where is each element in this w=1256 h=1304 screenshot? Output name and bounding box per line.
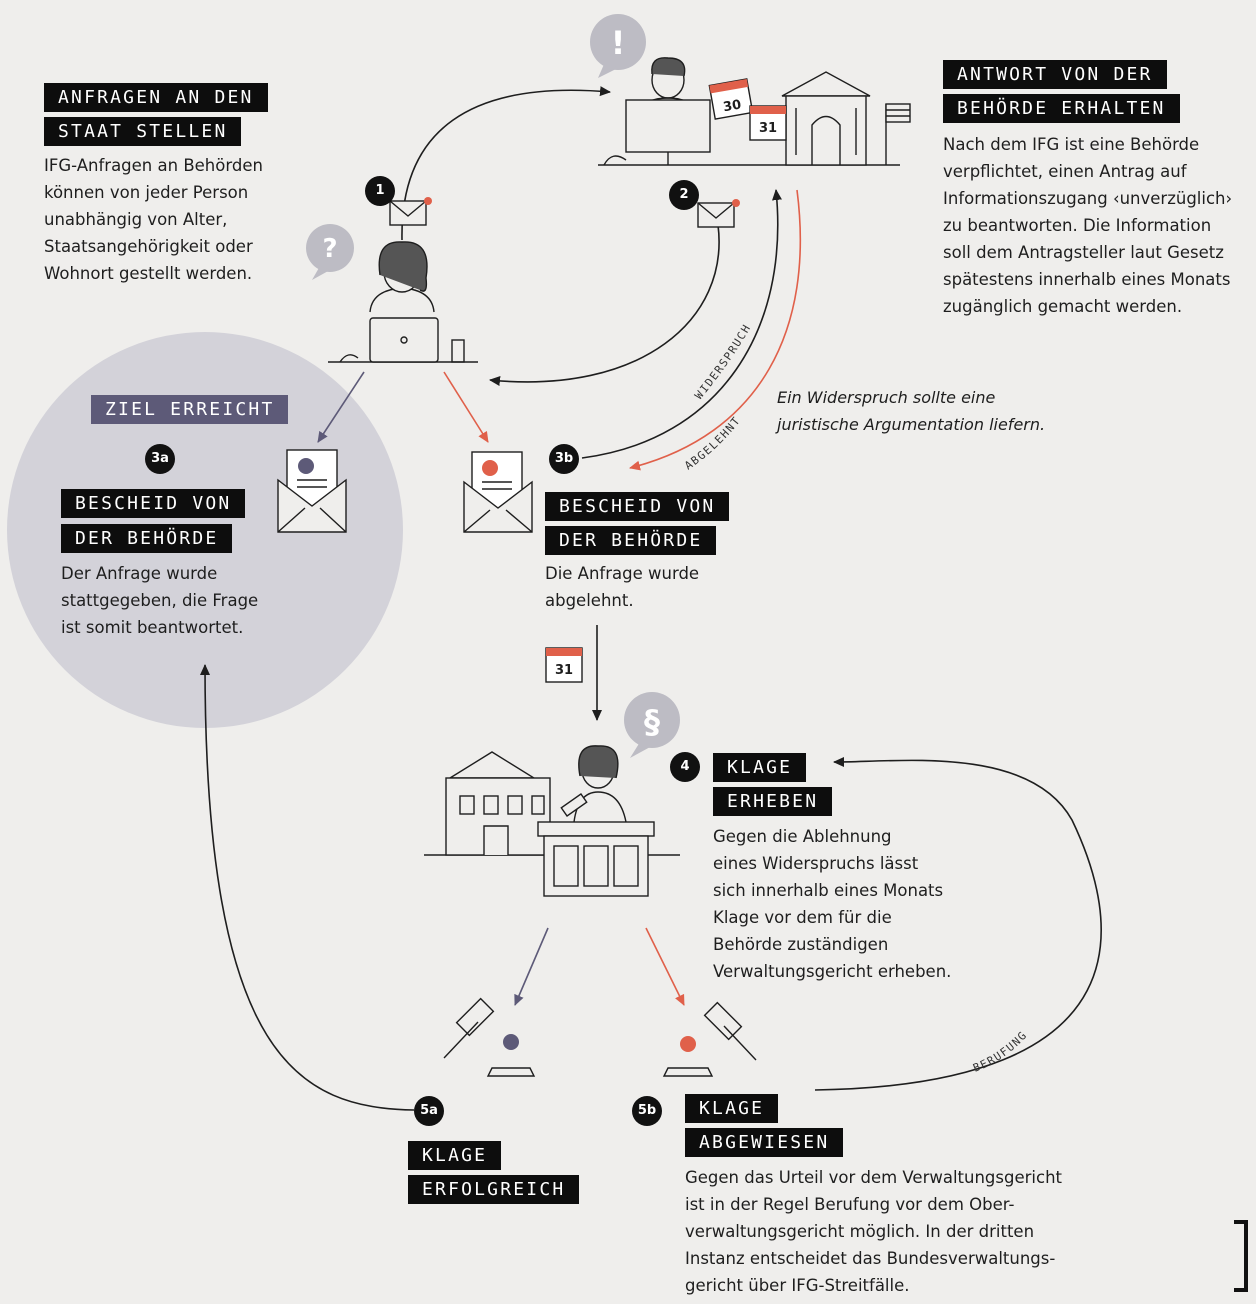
abgewiesen-text: Gegen das Urteil vor dem Verwaltungsgeri… <box>685 1168 1062 1295</box>
arrow-abgelehnt <box>629 189 802 471</box>
calendar-icon-court: 31 <box>545 647 583 683</box>
corner-bracket <box>1234 1220 1248 1292</box>
step-badge-2: 2 <box>669 180 699 210</box>
envelope-rejected-icon <box>463 451 533 533</box>
step-badge-3b: 3b <box>549 444 579 474</box>
arrow-widerspruch <box>581 189 782 459</box>
gavel-icon-win <box>443 997 536 1077</box>
step-badge-3a: 3a <box>145 444 175 474</box>
arrow-rejected <box>443 371 489 443</box>
bescheid-a-title-line-1: BESCHEID VON <box>61 489 246 518</box>
bescheid-a-text: Der Anfrage wurde stattgegeben, die Frag… <box>61 564 259 637</box>
svg-text:!: ! <box>611 24 626 62</box>
requester-illustration <box>328 241 478 363</box>
arrow-request <box>401 86 611 241</box>
anfragen-title-line-2: STAAT STELLEN <box>44 117 242 146</box>
widerspruch-note: Ein Widerspruch sollte eine juristische … <box>777 388 1046 434</box>
svg-text:31: 31 <box>555 663 573 678</box>
antwort-title-line-2: BEHÖRDE ERHALTEN <box>943 94 1180 123</box>
klage-title-line-2: ERHEBEN <box>713 787 833 816</box>
envelope-approved-icon <box>277 449 347 533</box>
exclamation-icon: ! <box>590 14 646 78</box>
question-icon: ? <box>306 224 354 280</box>
abgewiesen-title-line-2: ABGEWIESEN <box>685 1128 844 1157</box>
svg-text:31: 31 <box>759 121 777 136</box>
step-badge-1: 1 <box>365 176 395 206</box>
calendar-icon-31: 31 <box>749 105 787 141</box>
antwort-text: Nach dem IFG ist eine Behörde verpflicht… <box>943 135 1233 316</box>
antwort-title-line-1: ANTWORT VON DER <box>943 60 1167 89</box>
authority-illustration <box>598 57 911 166</box>
step-badge-4: 4 <box>670 752 700 782</box>
erfolg-title-line-1: KLAGE <box>408 1141 502 1170</box>
arrow-win <box>514 927 549 1006</box>
erfolg-title-line-2: ERFOLGREICH <box>408 1175 580 1204</box>
arrow-response <box>489 224 720 386</box>
anfragen-text: IFG-Anfragen an Behörden können von jede… <box>44 156 263 283</box>
arrow-label-abgelehnt: ABGELEHNT <box>682 414 743 473</box>
step-badge-5a: 5a <box>414 1096 444 1126</box>
gavel-icon-lose <box>662 1001 757 1077</box>
goal-reached-label: ZIEL ERREICHT <box>91 395 289 424</box>
arrow-label-widerspruch: WIDERSPRUCH <box>692 322 753 402</box>
arrow-lose <box>645 927 685 1006</box>
court-illustration <box>424 745 680 897</box>
klage-text: Gegen die Ablehnung eines Widerspruchs l… <box>713 827 952 981</box>
calendar-icon-30: 30 <box>708 78 754 120</box>
svg-text:§: § <box>644 703 660 741</box>
arrow-granted <box>317 371 365 443</box>
abgewiesen-title-line-1: KLAGE <box>685 1094 779 1123</box>
bescheid-b-text: Die Anfrage wurde abgelehnt. <box>545 564 700 610</box>
bescheid-b-title-line-1: BESCHEID VON <box>545 492 730 521</box>
klage-title-line-1: KLAGE <box>713 753 807 782</box>
paragraph-icon: § <box>624 692 680 758</box>
svg-text:30: 30 <box>722 97 742 115</box>
step-badge-5b: 5b <box>632 1096 662 1126</box>
arrow-goal-return <box>200 664 415 1111</box>
envelope-icon-request <box>389 197 432 226</box>
bescheid-b-title-line-2: DER BEHÖRDE <box>545 526 717 555</box>
envelope-icon-response <box>697 199 740 228</box>
arrow-berufung <box>814 756 1102 1091</box>
svg-text:?: ? <box>322 234 337 264</box>
anfragen-title-line-1: ANFRAGEN AN DEN <box>44 83 268 112</box>
bescheid-a-title-line-2: DER BEHÖRDE <box>61 524 233 553</box>
